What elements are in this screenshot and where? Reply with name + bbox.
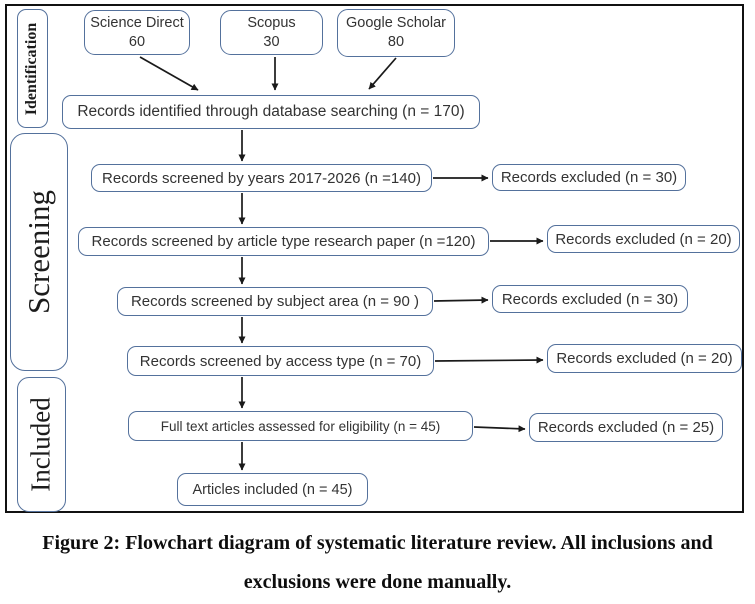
source-name: Science Direct (90, 14, 184, 31)
excluded-box-3: Records excluded (n = 30) (492, 285, 688, 313)
flow-box-screened-subject-area: Records screened by subject area (n = 90… (117, 287, 433, 316)
excluded-box-5: Records excluded (n = 25) (529, 413, 723, 442)
source-box-scopus: Scopus 30 (220, 10, 323, 55)
phase-label-screening-text: Screening (21, 190, 56, 314)
phase-label-included: Included (17, 377, 66, 512)
flow-box-screened-access-type: Records screened by access type (n = 70) (127, 346, 434, 376)
figure-caption: Figure 2: Flowchart diagram of systemati… (0, 524, 755, 594)
flow-box-articles-included: Articles included (n = 45) (177, 473, 368, 506)
figure-caption-line1: Figure 2: Flowchart diagram of systemati… (42, 532, 713, 554)
source-name: Google Scholar (346, 15, 446, 32)
flow-box-full-text-assessed: Full text articles assessed for eligibil… (128, 411, 473, 441)
excluded-box-2: Records excluded (n = 20) (547, 225, 740, 253)
phase-label-included-text: Included (26, 397, 56, 492)
flow-box-screened-article-type: Records screened by article type researc… (78, 227, 489, 256)
source-box-google-scholar: Google Scholar 80 (337, 9, 455, 57)
figure-caption-line2: exclusions were done manually. (243, 571, 512, 593)
source-count: 60 (128, 33, 146, 50)
source-box-science-direct: Science Direct 60 (84, 10, 190, 55)
excluded-box-1: Records excluded (n = 30) (492, 164, 686, 191)
flow-box-records-identified: Records identified through database sear… (62, 95, 480, 129)
flow-box-screened-years: Records screened by years 2017-2026 (n =… (91, 164, 432, 192)
source-name: Scopus (247, 14, 296, 31)
phase-label-screening: Screening (10, 133, 68, 371)
phase-label-identification-text: Identification (23, 22, 41, 115)
source-count: 80 (387, 34, 405, 50)
excluded-box-4: Records excluded (n = 20) (547, 344, 742, 373)
source-count: 30 (263, 33, 280, 50)
phase-label-identification: Identification (17, 9, 48, 128)
